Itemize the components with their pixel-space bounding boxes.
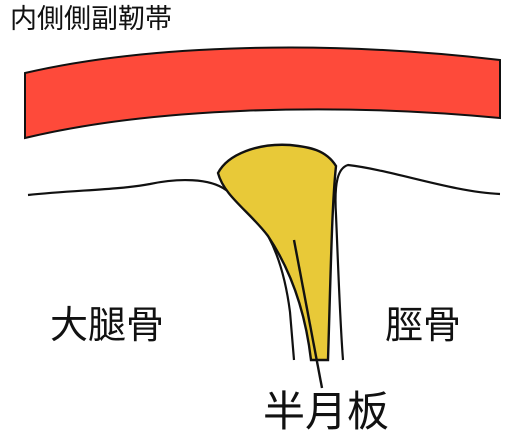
meniscus-wedge	[218, 145, 336, 360]
tibia-label: 脛骨	[385, 306, 461, 344]
ligament-label: 内側側副靭帯	[10, 6, 172, 33]
femur-label: 大腿骨	[50, 306, 164, 344]
meniscus-label: 半月板	[263, 391, 389, 433]
ligament-band	[25, 48, 500, 138]
